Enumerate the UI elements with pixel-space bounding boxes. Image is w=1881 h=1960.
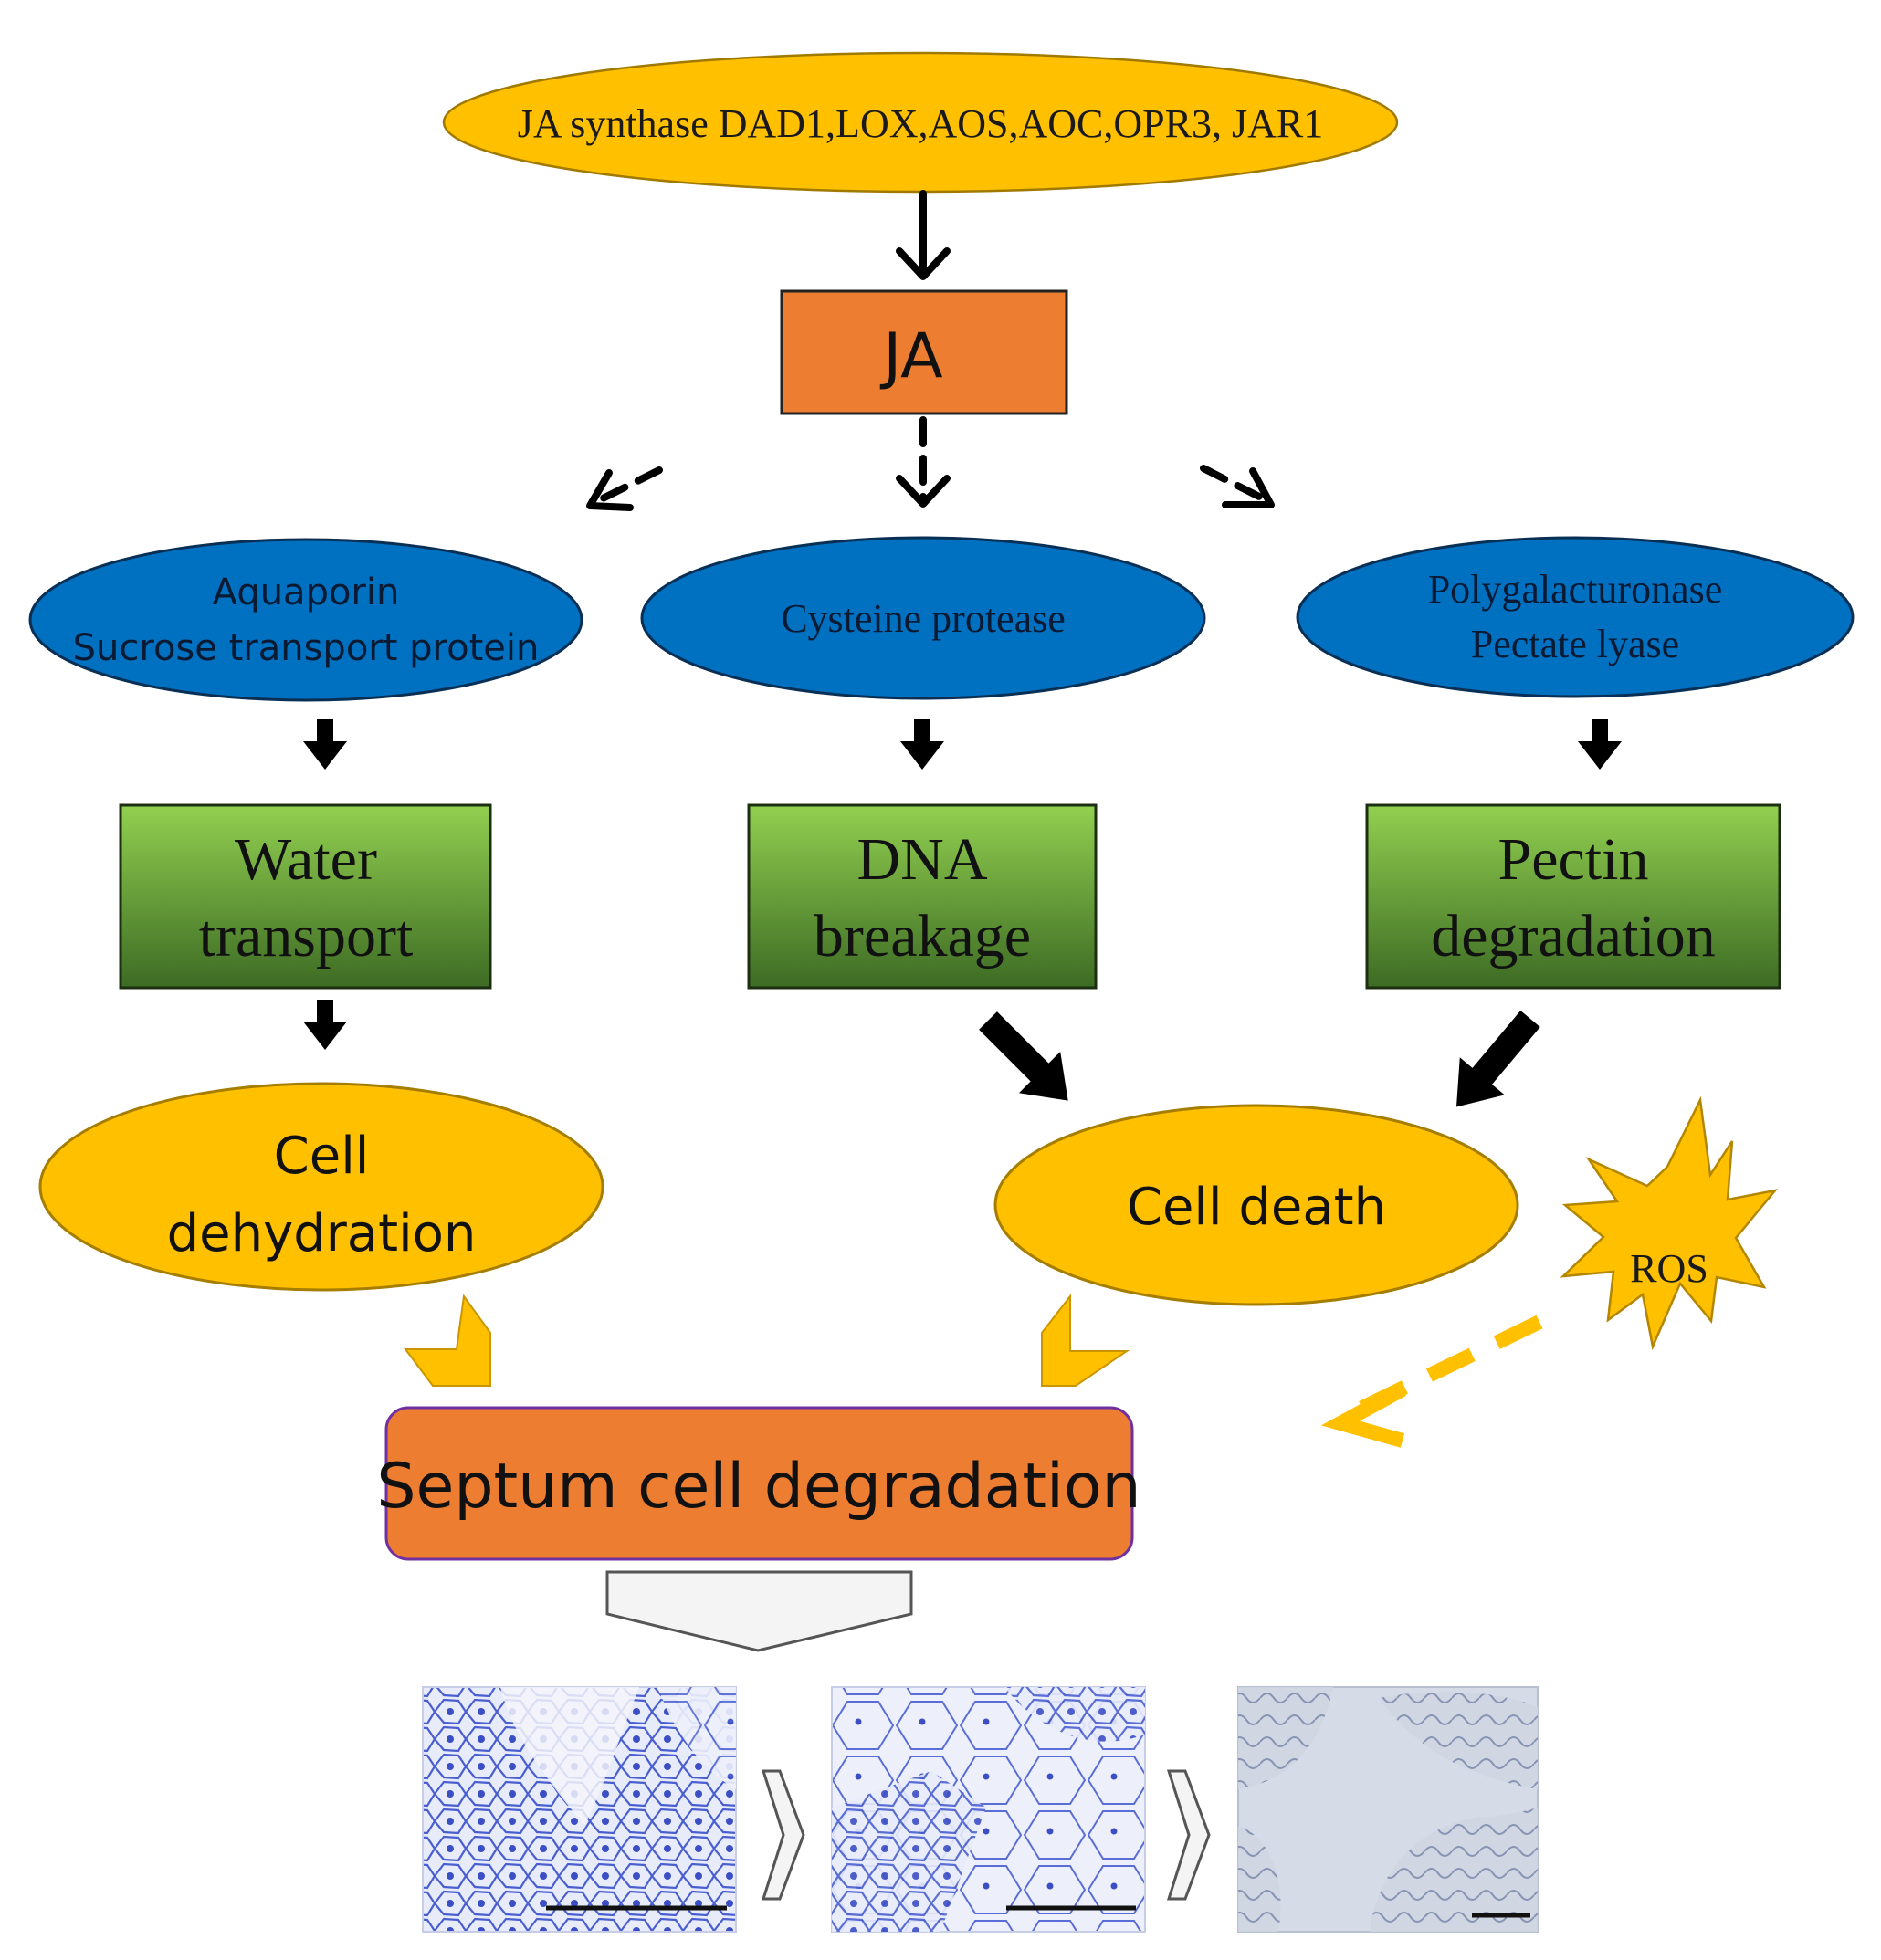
ros-node: ROS [1560,1095,1779,1351]
water-transport-node: Water transport [119,803,492,990]
ja-synthase-node: JA synthase DAD1,LOX,AOS,AOC,OPR3, JAR1 [442,51,1399,194]
pectin-degradation-line2: degradation [1431,903,1716,970]
chevron-death-to-septum [1041,1294,1130,1387]
ja-node: JA [780,289,1068,415]
dashed-arrows-from-ja [586,416,1275,511]
septum-degradation-node: Septum cell degradation [376,1406,1141,1561]
septum-degradation-label: Septum cell degradation [376,1451,1140,1523]
dna-breakage-line1: DNA [857,826,988,893]
cell-dehydration-line2: dehydration [167,1204,477,1263]
ja-synthase-label: JA synthase DAD1,LOX,AOS,AOC,OPR3, JAR1 [518,101,1324,146]
dashed-arrow-right [1200,465,1266,502]
water-transport-line1: Water [235,826,377,893]
micrograph-stage-2 [831,1686,1146,1933]
pectin-degradation-node: Pectin degradation [1365,803,1781,990]
aquaporin-node: Aquaporin Sucrose transport protein [28,538,583,702]
pectin-degradation-line1: Pectin [1498,826,1649,893]
ja-label: JA [879,320,942,393]
arrow-synthase-to-ja [896,190,951,280]
ros-label: ROS [1630,1246,1708,1291]
chevron-stage1-to-2 [761,1769,805,1901]
cell-death-label: Cell death [1127,1178,1386,1237]
chevron-dehydration-to-septum [404,1294,491,1387]
aquaporin-label-line1: Aquaporin [213,571,400,613]
polygalacturonase-label-line2: Pectate lyase [1471,622,1679,666]
polygalacturonase-label-line1: Polygalacturonase [1428,567,1723,612]
dashed-arrow-left [595,466,663,504]
cysteine-protease-label: Cysteine protease [781,596,1066,641]
water-transport-line2: transport [199,903,414,970]
block-arrow-pectin-to-death [1456,1011,1540,1107]
block-arrow-water-to-dehydration [303,1000,347,1050]
ros-starburst [1560,1095,1779,1351]
cell-death-node: Cell death [993,1104,1519,1306]
block-arrows-to-outcomes [303,1000,1540,1107]
cell-dehydration-node: Cell dehydration [38,1082,604,1292]
polygalacturonase-node: Polygalacturonase Pectate lyase [1296,536,1855,698]
yellow-chevrons [404,1294,1130,1387]
cell-dehydration-line1: Cell [274,1127,370,1186]
block-arrow-dna-to-death [979,1011,1068,1101]
ros-dashed-arrow [1320,1315,1543,1448]
chevron-to-micrographs [605,1570,913,1652]
dna-breakage-line2: breakage [814,903,1031,970]
aquaporin-label-line2: Sucrose transport protein [73,627,540,669]
block-arrow-center [900,719,944,770]
micrograph-stage-3 [1237,1686,1539,1933]
chevron-stage2-to-3 [1166,1769,1211,1901]
cysteine-protease-node: Cysteine protease [640,536,1206,700]
block-arrow-right [1578,719,1622,770]
block-arrows-to-boxes [303,719,1622,770]
micrograph-stage-1 [422,1686,737,1933]
dna-breakage-node: DNA breakage [747,803,1098,990]
block-arrow-left [303,719,347,770]
